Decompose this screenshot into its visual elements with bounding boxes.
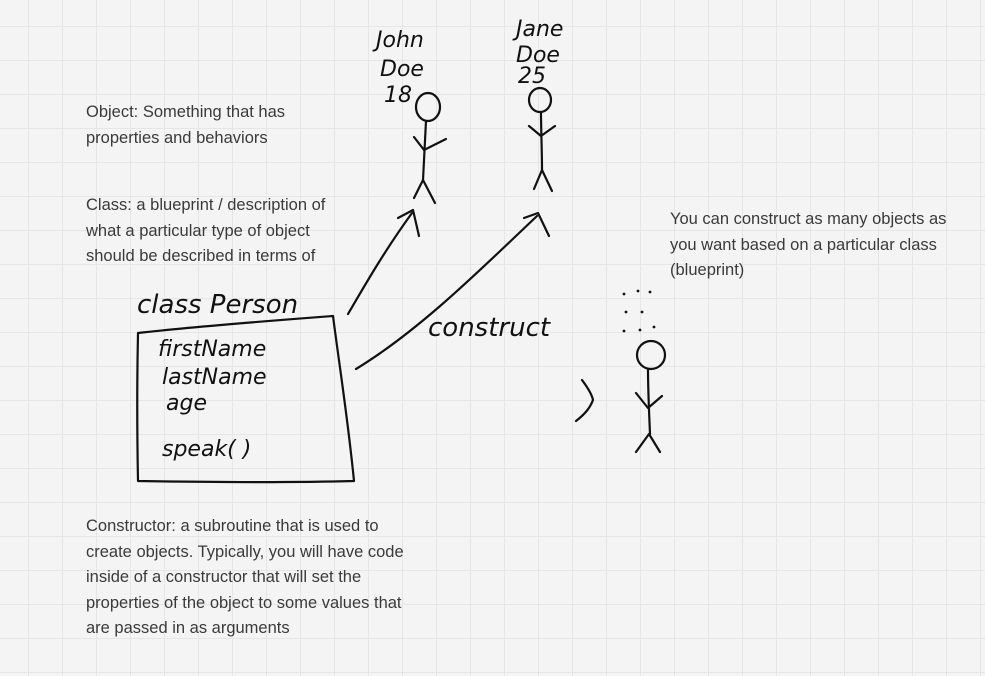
john-age: 18 xyxy=(384,83,412,108)
object-definition-note: Object: Something that has properties an… xyxy=(86,103,286,147)
method-speak: speak( ) xyxy=(162,437,251,462)
class-definition-note: Class: a blueprint / description of what… xyxy=(86,196,326,265)
jane-first-name: Jane xyxy=(512,17,563,42)
jane-age: 25 xyxy=(518,64,546,89)
class-title: class Person xyxy=(137,290,298,320)
arrow-to-jane xyxy=(354,211,551,371)
arrow-to-john xyxy=(346,208,421,316)
open-arrow-mark xyxy=(574,378,595,423)
john-last-name: Doe xyxy=(380,57,424,82)
new-object-stick-figure xyxy=(574,289,667,454)
class-person-box: class Person firstName lastName age spea… xyxy=(136,290,356,484)
field-age: age xyxy=(166,391,207,416)
constructor-definition-note: Constructor: a subroutine that is used t… xyxy=(86,517,404,637)
field-firstname: firstName xyxy=(158,337,266,362)
construct-label: construct xyxy=(428,313,551,343)
john-first-name: John xyxy=(372,28,424,53)
field-lastname: lastName xyxy=(162,365,267,390)
jane-last-name: Doe xyxy=(516,43,560,68)
class-box-outline xyxy=(136,314,356,484)
john-stick-figure: John Doe 18 xyxy=(372,28,448,205)
construct-many-note: You can construct as many objects as you… xyxy=(670,210,947,279)
jane-stick-figure: Jane Doe 25 xyxy=(512,17,563,193)
